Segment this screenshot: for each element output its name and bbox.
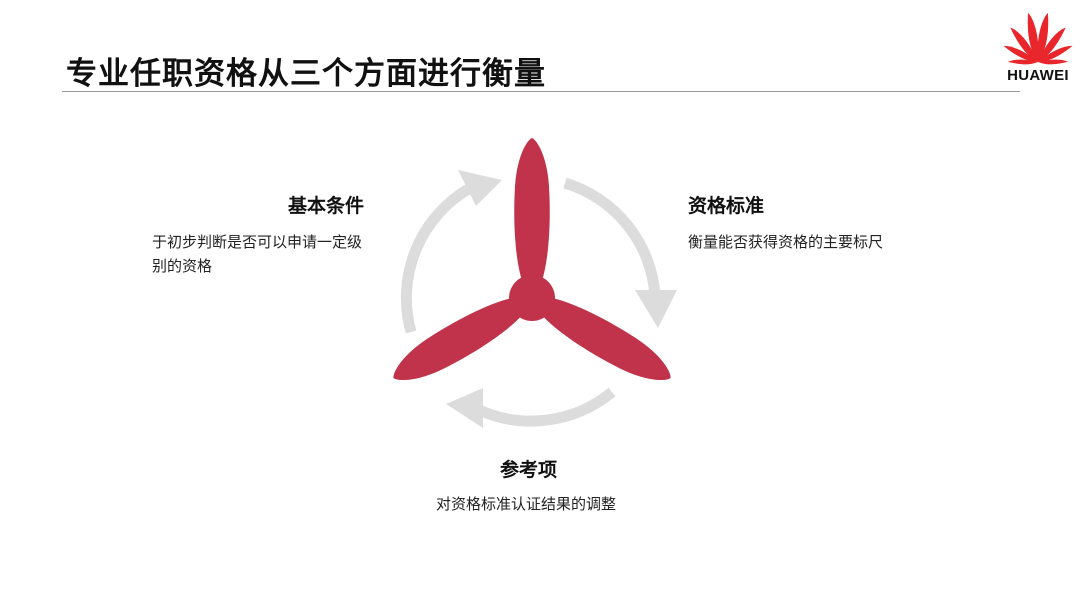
- cycle-arrow-right: [563, 177, 661, 296]
- arrowhead: [458, 170, 502, 206]
- huawei-logo: HUAWEI: [996, 4, 1080, 88]
- cycle-arrow-left: [400, 183, 473, 334]
- qualification-standard-heading: 资格标准: [688, 195, 765, 217]
- logo-petal: [1038, 45, 1073, 62]
- arrowhead: [446, 388, 483, 428]
- arrowhead: [635, 290, 677, 328]
- logo-petal: [1038, 59, 1069, 65]
- title-divider: [62, 91, 1020, 92]
- propeller-hub: [509, 275, 555, 321]
- logo-petal: [1037, 12, 1049, 62]
- reference-items-text: 对资格标准认证结果的调整: [436, 495, 617, 513]
- reference-items-heading: 参考项: [500, 459, 558, 481]
- logo-petal: [1003, 45, 1038, 62]
- cycle-arrow-bottom: [472, 387, 616, 427]
- logo-petal: [1010, 27, 1038, 62]
- three-blade-propeller-icon: [384, 138, 680, 394]
- logo-wordmark: HUAWEI: [1007, 67, 1069, 84]
- basic-conditions-heading: 基本条件: [288, 195, 365, 217]
- page-title: 专业任职资格从三个方面进行衡量: [66, 56, 546, 92]
- circular-arrows-icon: [400, 170, 677, 428]
- qualification-standard-text: 衡量能否获得资格的主要标尺: [688, 233, 884, 251]
- propeller-blade: [514, 138, 550, 298]
- logo-petal: [1007, 59, 1038, 65]
- basic-conditions-text: 于初步判断是否可以申请一定级别的资格: [152, 233, 363, 275]
- logo-petal: [1027, 12, 1039, 62]
- huawei-petal-logo-icon: [1003, 12, 1073, 65]
- logo-petal: [1038, 27, 1066, 62]
